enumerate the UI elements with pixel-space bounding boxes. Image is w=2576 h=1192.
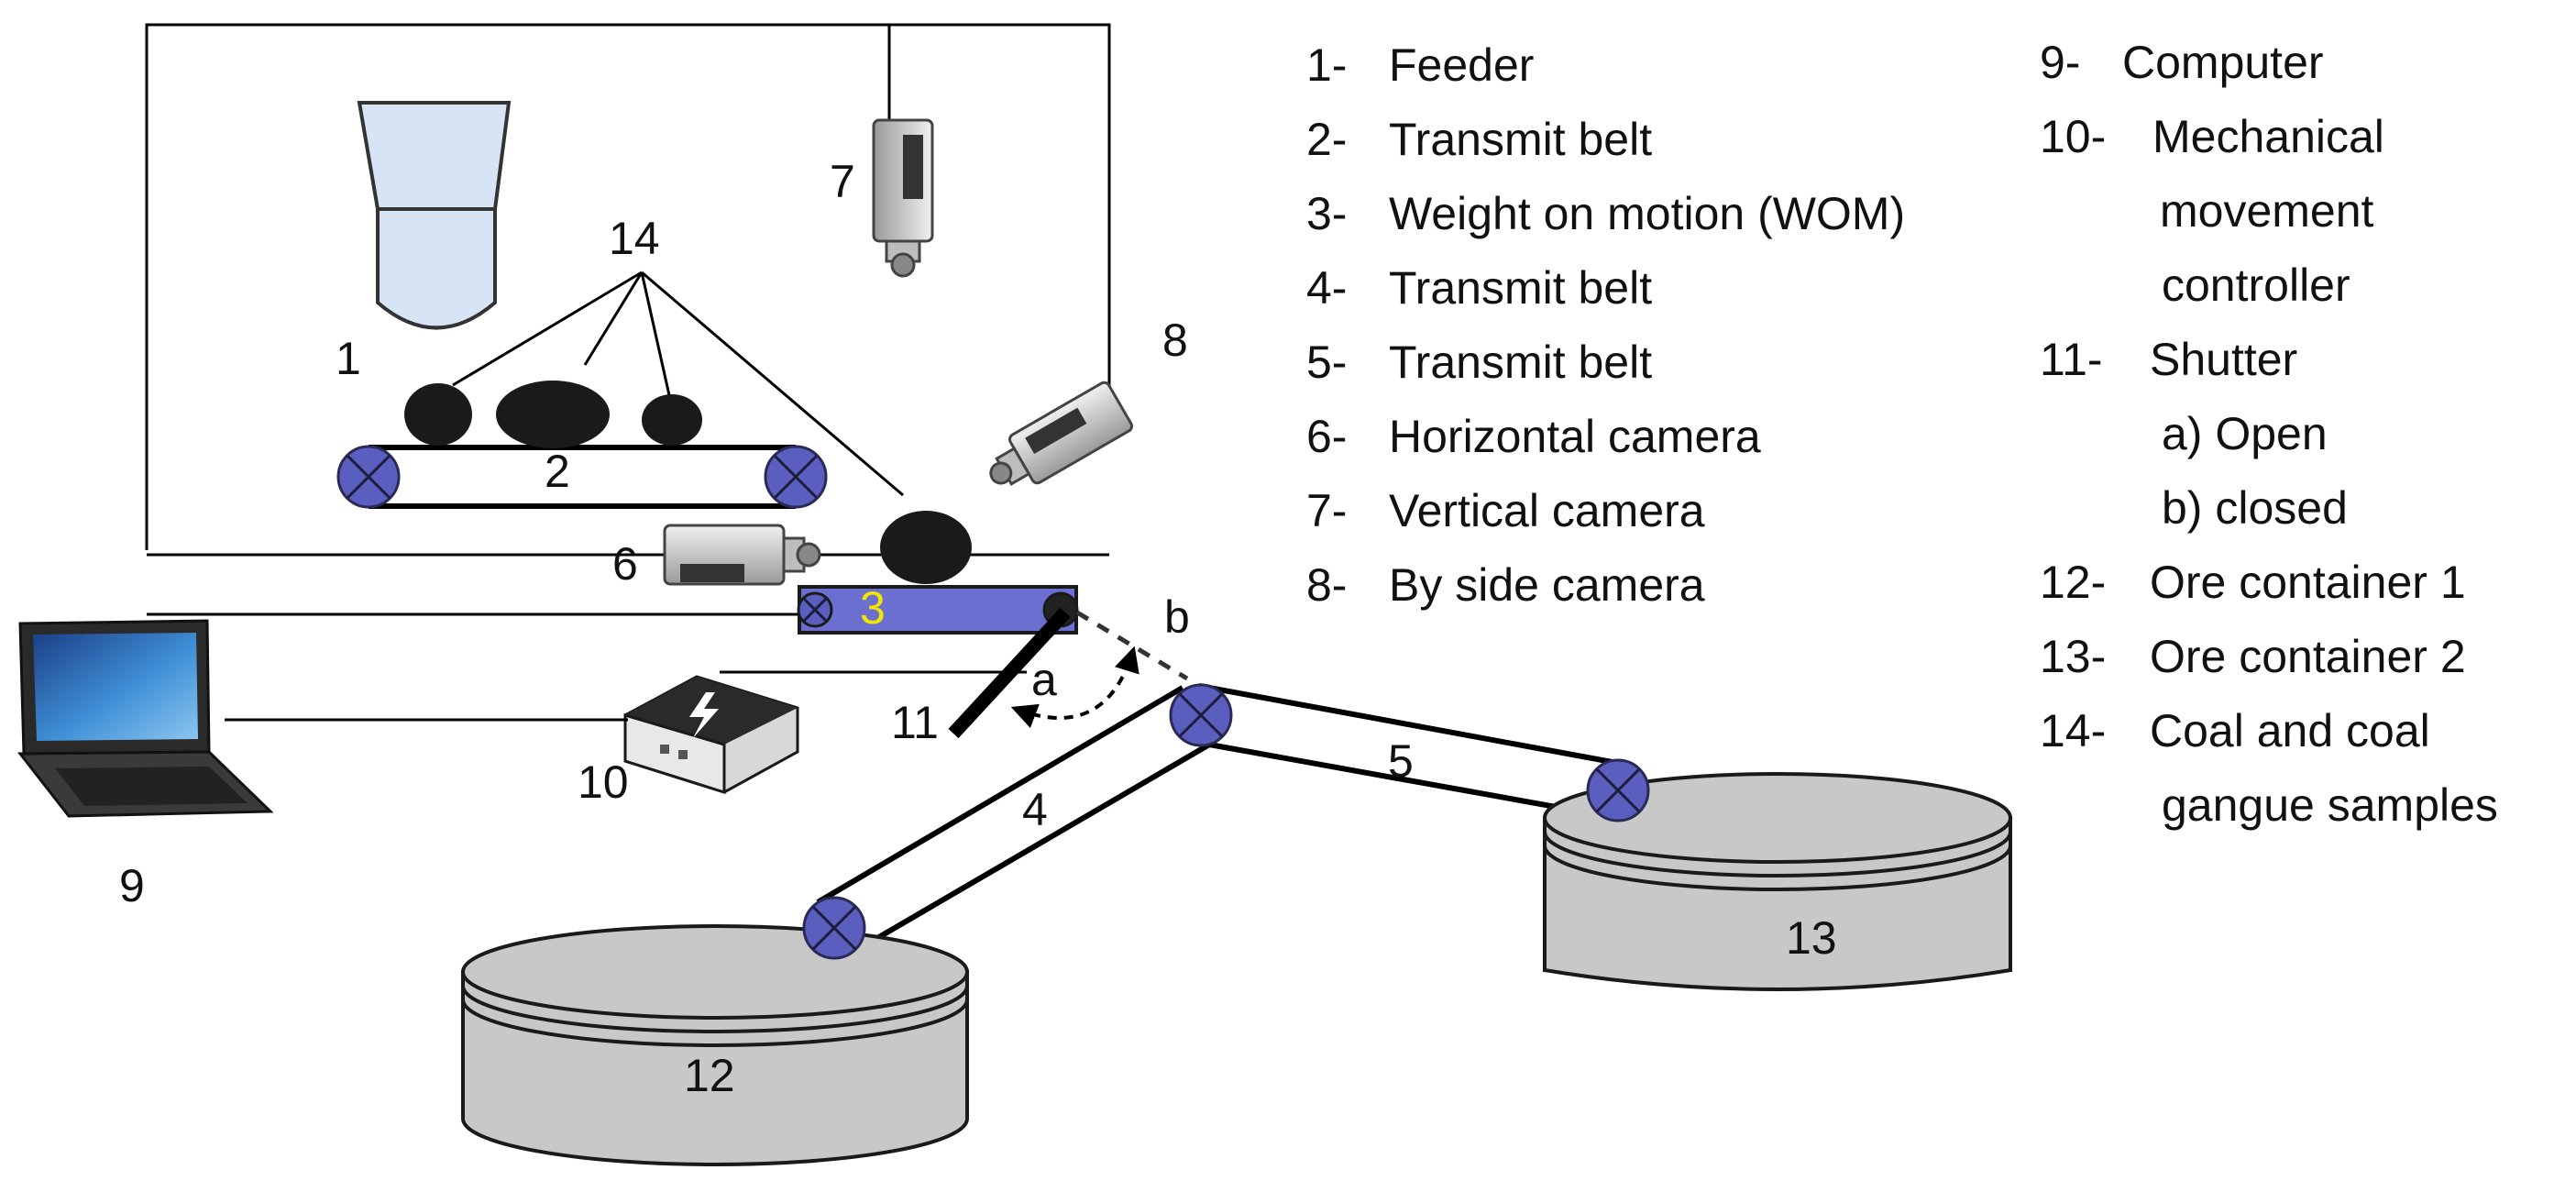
enclosure-lines	[145, 23, 1111, 616]
label-side-camera: 8	[1162, 315, 1188, 366]
legend-num: 1-	[1306, 39, 1347, 91]
legend-num: 9-	[2040, 37, 2080, 88]
feeder-bowl	[376, 207, 497, 330]
ore-container-1	[461, 924, 969, 1166]
sample-large	[496, 381, 610, 448]
legend-text: Coal and coal	[2150, 705, 2430, 756]
legend-num: 12-	[2040, 557, 2106, 608]
belt-5-end-roller	[1586, 758, 1650, 822]
coal-samples	[404, 381, 972, 584]
mechanical-movement-controller	[623, 670, 1027, 795]
transmit-belt-4	[816, 685, 1217, 956]
belt-4-bottom-roller	[802, 896, 866, 960]
horizontal-camera	[663, 524, 821, 586]
label-vertical-camera: 7	[830, 156, 855, 207]
sample-small-left	[404, 383, 472, 446]
shutter-closed-path	[1075, 610, 1189, 681]
diagram-labels: 1 2 3 4 5 6 7 8 9 10 11 12 13 14 a b	[119, 156, 1837, 1101]
legend-text: movement	[2160, 185, 2374, 237]
legend-text: b) closed	[2162, 482, 2348, 534]
computer	[17, 619, 628, 818]
legend-text: Transmit belt	[1389, 114, 1652, 165]
label-horizontal-camera: 6	[612, 538, 638, 590]
label-shutter-open: a	[1031, 654, 1057, 705]
legend-text: a) Open	[2162, 408, 2328, 459]
sample-small-right	[642, 394, 702, 446]
belt-4-5-junction-roller	[1169, 683, 1233, 747]
vertical-camera	[872, 118, 934, 278]
label-shutter: 11	[891, 697, 939, 748]
side-camera	[989, 381, 1133, 486]
vertical-camera-lens-icon	[890, 252, 916, 278]
label-belt-4: 4	[1022, 784, 1048, 835]
shutter-swing-arrow	[1010, 646, 1139, 729]
legend-text: Shutter	[2150, 334, 2297, 385]
label-belt-5: 5	[1388, 735, 1414, 787]
label-computer: 9	[119, 860, 145, 911]
transmit-belt-2	[336, 445, 828, 509]
feeder	[357, 101, 512, 330]
legend-text: Vertical camera	[1389, 485, 1705, 536]
transmit-belt-5	[1198, 683, 1618, 821]
label-shutter-closed: b	[1164, 591, 1190, 643]
legend-right: 9- Computer 10- Mechanical movement cont…	[2040, 37, 2498, 831]
feeder-hopper	[357, 101, 512, 211]
ore-container-2	[1543, 772, 2012, 991]
wom-left-roller	[797, 591, 833, 628]
legend-num: 10-	[2040, 111, 2106, 162]
legend-num: 7-	[1306, 485, 1347, 536]
samples-leader-lines	[452, 270, 904, 497]
legend-num: 6-	[1306, 411, 1347, 462]
legend-num: 13-	[2040, 631, 2106, 682]
legend-text: Weight on motion (WOM)	[1389, 188, 1905, 239]
legend-num: 11-	[2040, 334, 2103, 385]
laptop-screen	[33, 633, 198, 741]
belt-rollers	[802, 683, 1650, 960]
legend-text: controller	[2162, 259, 2350, 311]
label-wom: 3	[860, 582, 886, 634]
legend-num: 14-	[2040, 705, 2106, 756]
sample-on-wom	[880, 511, 972, 584]
wom-belt	[797, 585, 1079, 635]
legend-text: Ore container 2	[2150, 631, 2466, 682]
label-container-1: 12	[684, 1050, 735, 1101]
label-container-2: 13	[1786, 912, 1837, 964]
legend-text: Horizontal camera	[1389, 411, 1761, 462]
label-controller: 10	[578, 756, 629, 808]
legend-num: 3-	[1306, 188, 1347, 239]
legend-text: Computer	[2122, 37, 2324, 88]
legend-text: By side camera	[1389, 559, 1705, 611]
legend-text: Ore container 1	[2150, 557, 2466, 608]
legend-num: 4-	[1306, 262, 1347, 314]
legend-num: 5-	[1306, 337, 1347, 388]
side-camera-lens-icon	[989, 461, 1013, 485]
legend-text: Mechanical	[2152, 111, 2384, 162]
legend-left: 1- Feeder 2- Transmit belt 3- Weight on …	[1306, 39, 1905, 611]
legend-text: gangue samples	[2162, 779, 2498, 831]
label-belt-2: 2	[545, 446, 570, 497]
legend-text: Transmit belt	[1389, 262, 1652, 314]
label-samples: 14	[609, 213, 660, 264]
legend-text: Feeder	[1389, 39, 1534, 91]
horizontal-camera-lens-icon	[796, 542, 821, 568]
lightning-icon	[689, 692, 719, 738]
legend-num: 2-	[1306, 114, 1347, 165]
belt-2-left-roller	[336, 445, 401, 509]
label-feeder: 1	[336, 333, 361, 384]
belt-2-right-roller	[764, 445, 828, 509]
legend-num: 8-	[1306, 559, 1347, 611]
legend-text: Transmit belt	[1389, 337, 1652, 388]
